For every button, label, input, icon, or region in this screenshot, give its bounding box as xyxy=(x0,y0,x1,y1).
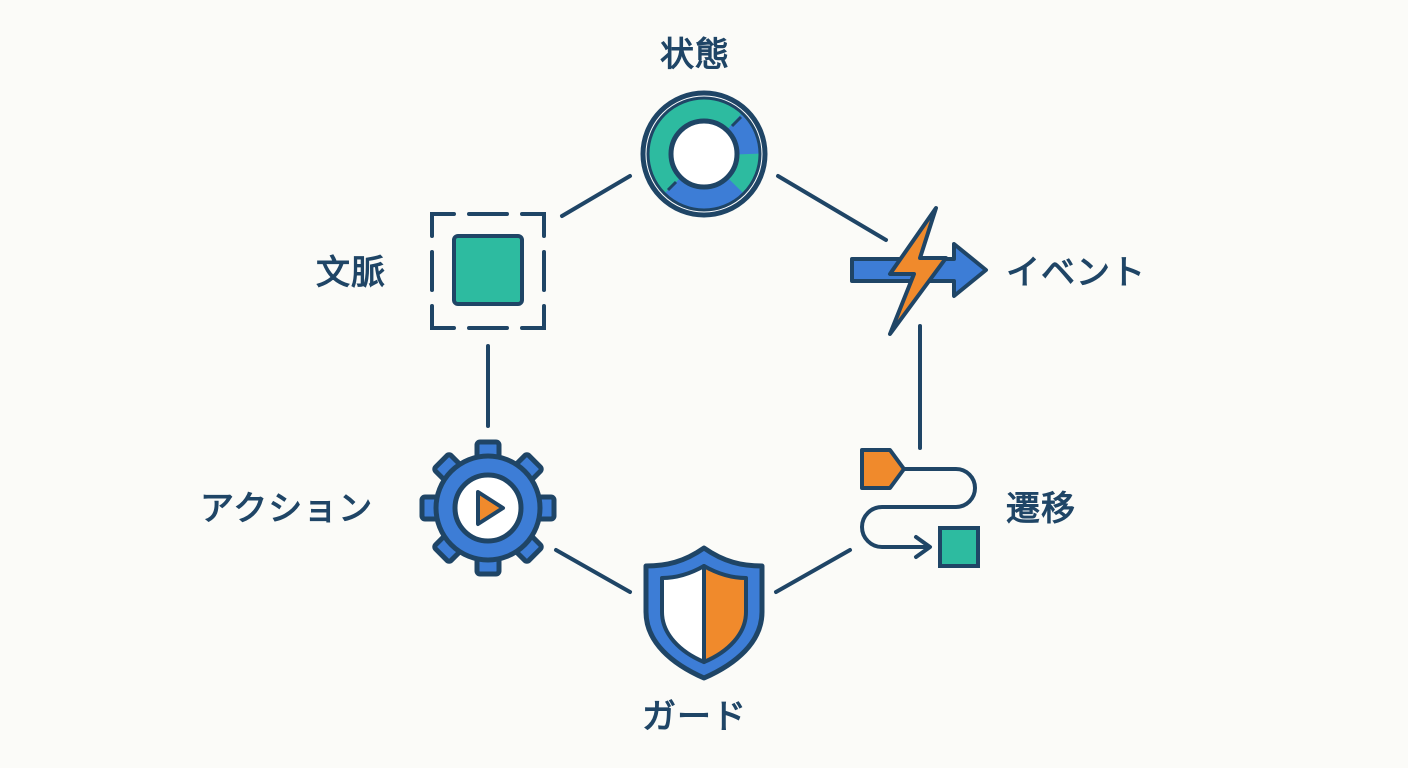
lightning-arrow-icon xyxy=(850,206,988,336)
edge-context-state xyxy=(560,174,632,218)
ring-icon xyxy=(640,90,768,218)
edge-transition-guard xyxy=(774,548,852,594)
node-label-action: アクション xyxy=(200,489,374,529)
gear-play-icon xyxy=(419,439,557,577)
node-label-event: イベント xyxy=(1006,253,1146,293)
node-label-context: 文脈 xyxy=(316,253,386,293)
node-label-transition: 遷移 xyxy=(1006,489,1076,529)
connectors xyxy=(486,174,922,594)
focus-square-icon xyxy=(430,212,546,330)
edge-guard-action xyxy=(554,548,632,594)
edge-state-event xyxy=(776,174,888,242)
node-label-guard: ガード xyxy=(642,697,747,737)
flow-path-icon xyxy=(860,448,980,568)
node-label-state: 状態 xyxy=(660,35,730,75)
shield-icon xyxy=(643,545,765,681)
